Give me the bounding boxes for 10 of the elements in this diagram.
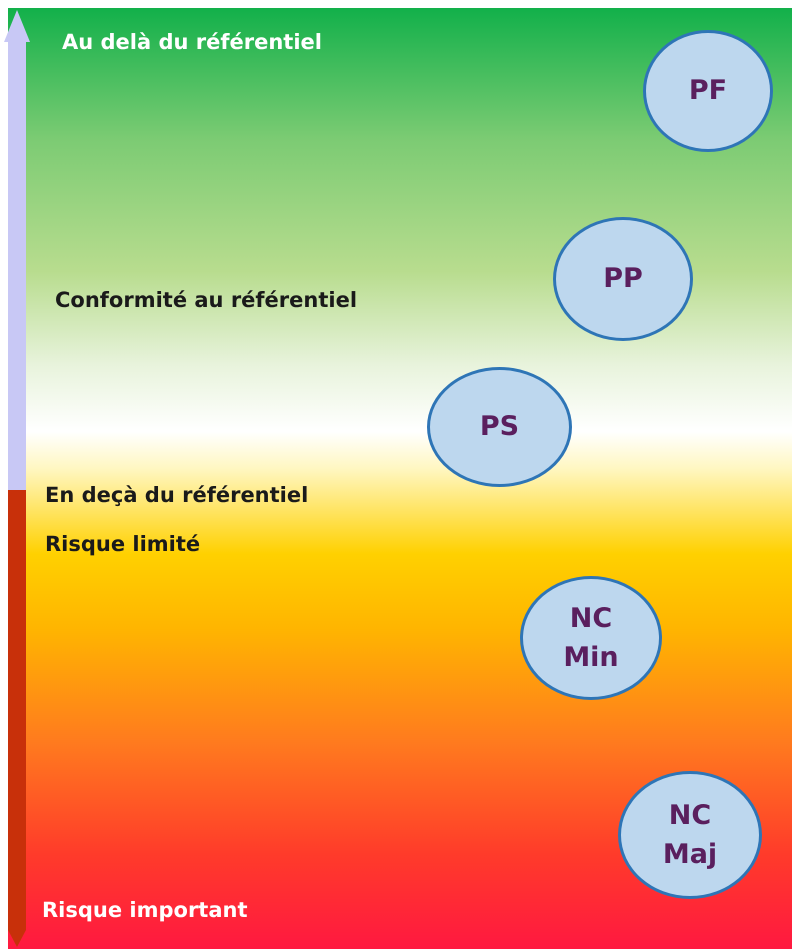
scale-level-label: Au delà du référentiel <box>62 30 322 54</box>
scale-level-label: En deçà du référentiel <box>45 483 308 507</box>
scale-level-label: Risque limité <box>45 532 200 556</box>
rating-code: PP <box>602 262 644 296</box>
scale-level-label: Conformité au référentiel <box>55 288 358 312</box>
rating-code: PS <box>478 410 520 444</box>
rating-code: NC Maj <box>662 798 718 872</box>
rating-code: PF <box>688 74 728 108</box>
scale-level-label: Risque important <box>42 898 248 922</box>
rating-code: NC Min <box>562 602 620 675</box>
